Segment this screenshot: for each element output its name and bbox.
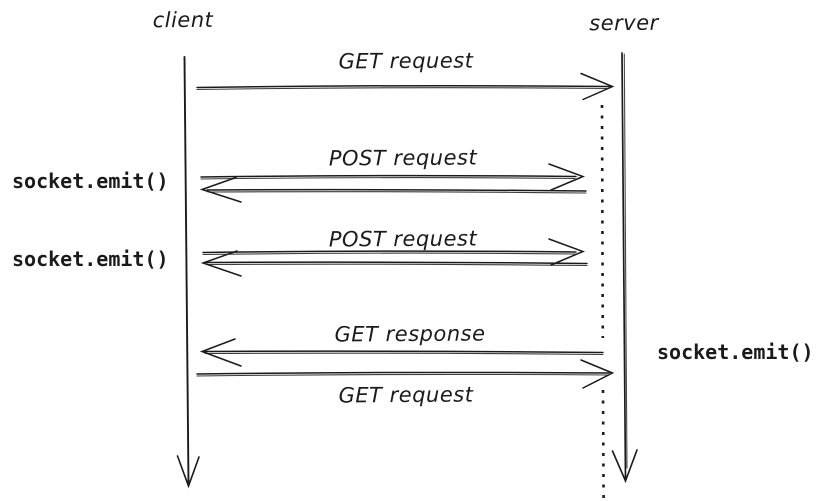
actor-label-client: client xyxy=(152,7,214,33)
message-label-get-request-bottom: GET request xyxy=(338,382,474,408)
message-label-post-request-1: POST request xyxy=(328,145,478,171)
message-label-post-request-2: POST request xyxy=(328,226,478,252)
server-lifeline xyxy=(611,52,638,484)
annotation-socket-emit-2: socket.emit() xyxy=(12,247,169,271)
server-dotted-lifeline xyxy=(600,104,605,501)
arrow-post-request-1 xyxy=(199,163,587,203)
annotation-socket-emit-1: socket.emit() xyxy=(12,169,169,193)
arrow-get-request-top xyxy=(196,72,615,101)
message-label-get-request-top: GET request xyxy=(338,48,474,74)
annotation-socket-emit-3: socket.emit() xyxy=(657,340,814,364)
actor-label-server: server xyxy=(589,10,659,36)
arrow-post-request-2 xyxy=(200,238,588,277)
client-lifeline xyxy=(176,56,200,489)
arrow-get-request-bottom xyxy=(196,359,615,389)
arrow-get-response xyxy=(199,338,604,367)
message-label-get-response: GET response xyxy=(334,321,486,347)
